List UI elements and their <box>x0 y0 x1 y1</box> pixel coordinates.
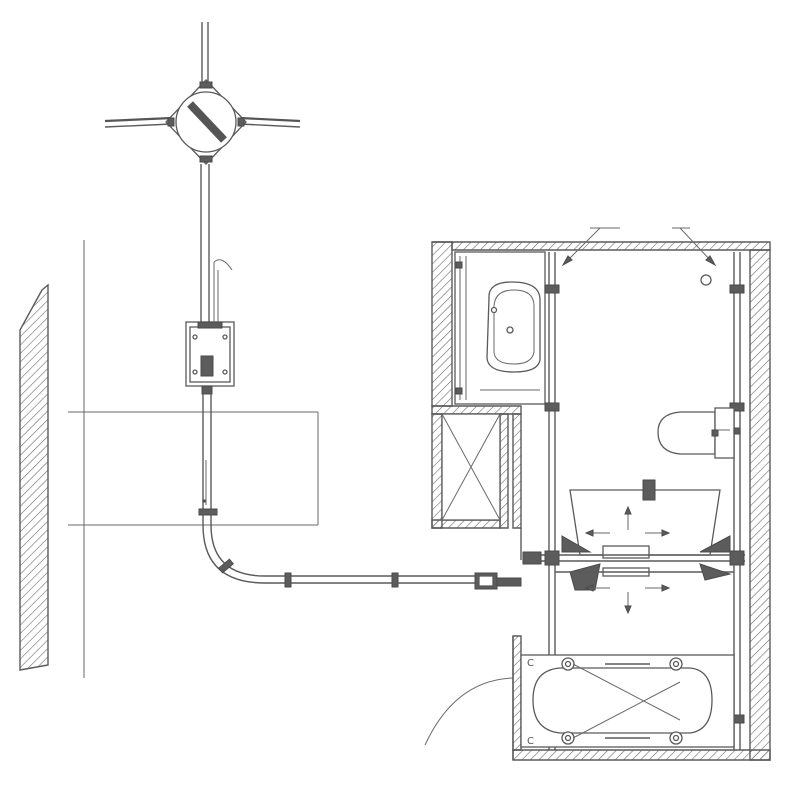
connector-icon <box>474 572 522 590</box>
shower-head-icon <box>522 479 745 615</box>
door-swing <box>424 677 514 746</box>
floor-slab-outline <box>68 411 319 526</box>
bathtub-icon <box>520 654 735 748</box>
tub-marker-top: C <box>527 658 534 669</box>
sink-icon <box>454 251 546 405</box>
supply-pipe-vertical <box>200 164 233 322</box>
cross-pipe-junction <box>104 22 301 165</box>
vent-arrows <box>561 227 717 286</box>
storage-cabinet <box>441 413 501 521</box>
toilet-icon <box>657 407 741 459</box>
bathroom-walls <box>431 241 771 761</box>
left-wall <box>19 240 85 678</box>
tub-marker-bottom: C <box>527 736 534 747</box>
controller-box-icon <box>185 321 235 395</box>
frame-poles <box>544 252 745 750</box>
pipe-clamp-icon <box>198 499 399 588</box>
